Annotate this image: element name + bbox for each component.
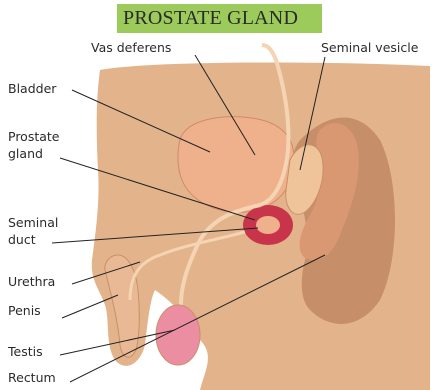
label-vas-deferens: Vas deferens bbox=[91, 40, 171, 55]
testis bbox=[156, 305, 200, 365]
label-prostate-line2: gland bbox=[8, 146, 43, 161]
label-seminal-duct-line1: Seminal bbox=[8, 215, 58, 230]
label-prostate-line1: Prostate bbox=[8, 129, 60, 144]
label-seminal-vesicle: Seminal vesicle bbox=[321, 40, 418, 55]
label-seminal-duct-line2: duct bbox=[8, 232, 36, 247]
label-penis: Penis bbox=[8, 303, 41, 318]
label-bladder: Bladder bbox=[8, 81, 56, 96]
label-testis: Testis bbox=[8, 344, 43, 359]
label-urethra: Urethra bbox=[8, 274, 55, 289]
bladder bbox=[178, 117, 294, 213]
label-rectum: Rectum bbox=[8, 370, 56, 385]
